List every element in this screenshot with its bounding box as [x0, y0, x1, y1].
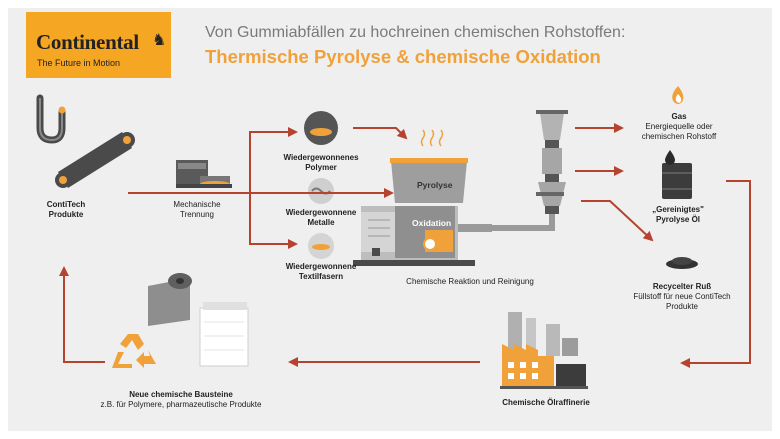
distillation-column-icon — [492, 110, 568, 231]
logo-tagline: The Future in Motion — [37, 58, 121, 68]
oil-barrel-icon — [662, 150, 692, 199]
carbon-black-icon — [666, 257, 698, 269]
continental-logo: Continental ♞ The Future in Motion — [26, 12, 171, 78]
foil-roll-icon — [148, 273, 192, 326]
oel-label: „Gereinigtes" Pyrolyse Öl — [652, 205, 704, 224]
trennung-label: Mechanische Trennung — [173, 200, 221, 219]
hose-icon — [36, 94, 66, 144]
refinery-icon — [500, 312, 588, 389]
metal-icon — [308, 178, 334, 204]
recycle-icon — [112, 334, 156, 368]
logo-wordmark: Continental — [36, 30, 139, 54]
bausteine-title: Neue chemische Bausteine — [129, 390, 233, 399]
pyrolyse-label: Pyrolyse — [417, 180, 453, 190]
horse-icon: ♞ — [152, 32, 167, 49]
polymer-pellets-icon — [304, 111, 338, 145]
polymer-label: Wiedergewonnenes Polymer — [283, 153, 359, 172]
gas-title: Gas — [671, 112, 687, 121]
reactor-icon — [353, 158, 492, 266]
raffinerie-label: Chemische Ölraffinerie — [502, 398, 590, 407]
bausteine-description: z.B. für Polymere, pharmazeutische Produ… — [100, 400, 262, 409]
gas-description: Energiequelle oder chemischen Rohstoff — [641, 122, 717, 141]
conveyor-icon — [55, 132, 135, 188]
page-subtitle: Von Gummiabfällen zu hochreinen chemisch… — [205, 24, 626, 41]
russ-title: Recycelter Ruß — [652, 282, 712, 291]
heat-waves-icon — [420, 129, 444, 147]
page-title: Thermische Pyrolyse & chemische Oxidatio… — [205, 46, 601, 67]
oxidation-label: Oxidation — [412, 218, 452, 228]
contitech-label: ContiTech Produkte — [46, 200, 86, 219]
shredder-icon — [176, 160, 232, 188]
textil-label: Wiedergewonnene Textilfasern — [285, 262, 357, 281]
reaktor-label: Chemische Reaktion und Reinigung — [406, 277, 534, 286]
russ-description: Füllstoff für neue ContiTech Produkte — [633, 292, 731, 311]
flame-icon — [672, 86, 684, 104]
material-stack-icon — [199, 302, 249, 367]
textile-fiber-icon — [308, 233, 334, 259]
metalle-label: Wiedergewonnene Metalle — [285, 208, 357, 227]
